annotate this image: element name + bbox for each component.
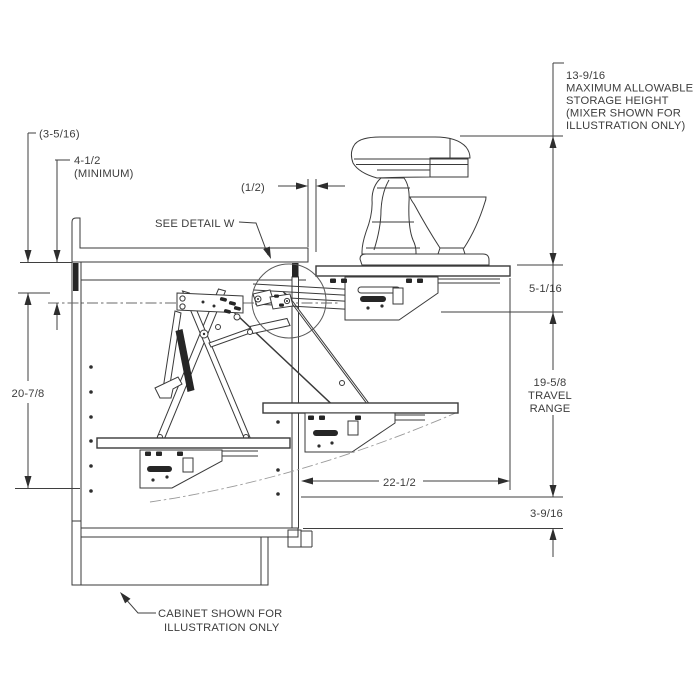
cabinet-note-l1: CABINET SHOWN FOR [158,608,282,620]
mixer-head-hub [429,157,469,178]
middle-shelf [262,402,459,453]
dim-interior-height: 20-7/8 [12,293,80,489]
dim-extension-value: 22-1/2 [383,477,416,489]
top-shelf-bracket [330,276,439,321]
dim-right-stack [301,62,564,557]
dim-storage-height-l3: STORAGE HEIGHT [566,95,669,107]
cabinet-note-l2: ILLUSTRATION ONLY [164,622,280,634]
cabinet-base [72,536,269,586]
cabinet-left-panel [71,261,82,586]
dim-travel-range-l2: TRAVEL [528,390,572,402]
stop-bracket [154,376,183,399]
travel-path-arc [149,411,459,503]
bottom-shelf-bracket [139,449,223,489]
front-pivot-links [252,289,294,310]
dim-minimum-clearance-value: 4-1/2 [74,155,101,167]
mixer-bowl-foot [437,247,466,255]
damper-rod [208,327,254,348]
middle-shelf-bracket [304,412,396,453]
mixer-column [361,177,417,255]
label-see-detail: SEE DETAIL W [155,218,271,259]
dim-countertop-thickness-value: (3-5/16) [39,129,80,141]
dim-minimum-clearance: 4-1/2 (MINIMUM) [53,155,134,330]
mixer-base [359,253,490,266]
dim-storage-height-l4: (MIXER SHOWN FOR [566,108,681,120]
dim-floor-offset-value: 3-9/16 [530,508,563,520]
mixer [350,136,490,266]
dim-shelf-drop-value: 5-1/16 [529,283,562,295]
gas-spring [175,329,195,392]
dim-storage-height-l5: ILLUSTRATION ONLY) [566,120,686,132]
dim-storage-height-value: 13-9/16 [566,70,605,82]
damper-body [249,317,291,335]
dim-extension: 22-1/2 [301,278,511,490]
dim-travel-range-l3: RANGE [530,403,571,415]
dim-minimum-clearance-l2: (MINIMUM) [74,168,134,180]
dim-gap-value: (1/2) [241,182,265,194]
dim-gap: (1/2) [241,179,345,252]
mounting-plate [176,292,244,314]
mixer-bowl [409,196,487,249]
dim-storage-height-l2: MAXIMUM ALLOWABLE [566,83,693,95]
bottom-shelf [96,437,291,489]
top-shelf [315,265,511,321]
dim-travel-range: 19-5/8 TRAVEL RANGE [528,377,572,415]
dim-travel-range-value: 19-5/8 [534,377,567,389]
dim-countertop-thickness: (3-5/16) [18,129,80,294]
dim-interior-height-value: 20-7/8 [12,388,45,400]
detail-w-circle [251,263,327,339]
see-detail-text: SEE DETAIL W [155,218,235,230]
countertop [71,217,309,263]
cabinet [71,217,313,586]
label-cabinet-note: CABINET SHOWN FOR ILLUSTRATION ONLY [120,592,282,634]
lift-mechanism [48,283,376,442]
dim-storage-height: 13-9/16 MAXIMUM ALLOWABLE STORAGE HEIGHT… [566,70,693,132]
